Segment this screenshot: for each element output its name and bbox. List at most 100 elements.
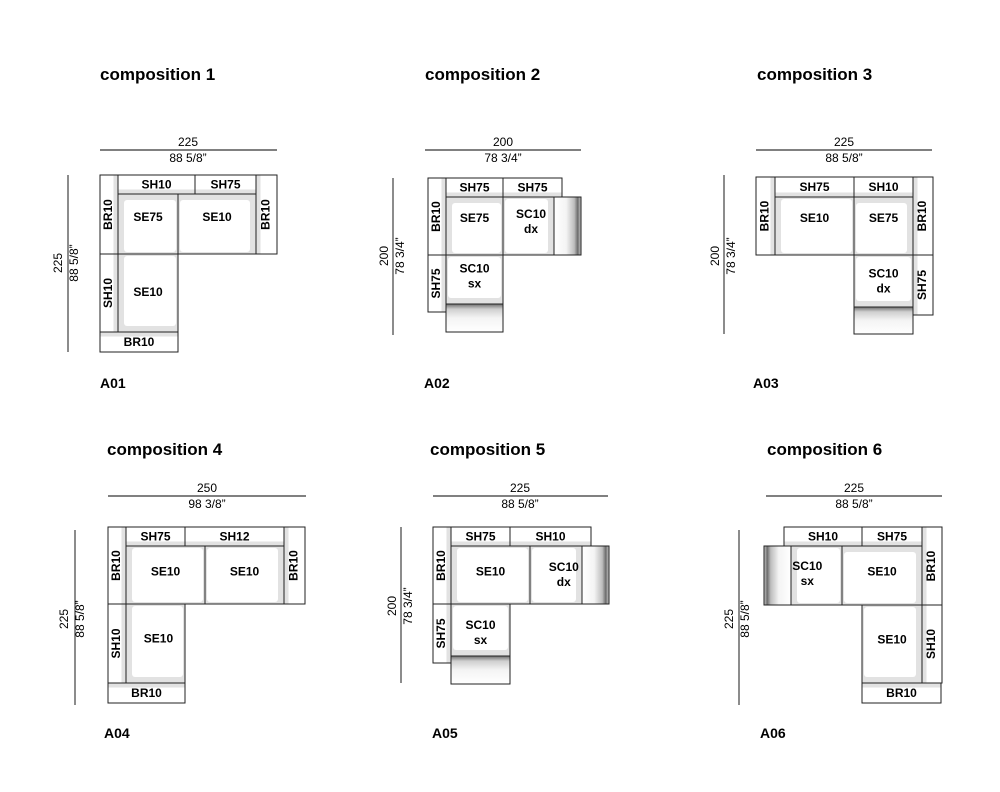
sofa-module: SH10	[509, 526, 592, 547]
composition-title: composition 2	[425, 65, 540, 84]
composition-code: A04	[104, 725, 130, 741]
sofa-module: SH10	[853, 176, 914, 198]
composition-title: composition 5	[430, 440, 545, 459]
sofa-module: SH75	[502, 177, 563, 198]
width-cm: 225	[510, 481, 530, 495]
module-label: BR10	[429, 201, 443, 232]
depth-cm: 225	[57, 609, 71, 629]
module-label: SE10	[144, 632, 174, 646]
module-label: BR10	[131, 686, 162, 700]
module-label: SH75	[140, 530, 170, 544]
module-label: SH75	[459, 181, 489, 195]
module-label: SE75	[460, 211, 490, 225]
width-cm: 225	[834, 135, 854, 149]
module-label: BR10	[758, 200, 772, 231]
sofa-module: SH75	[445, 177, 504, 198]
cylinder-armrest	[763, 545, 792, 606]
sofa-module: SH75	[432, 603, 452, 664]
module-label: SH10	[868, 180, 898, 194]
depth-cm: 200	[385, 596, 399, 616]
module-label: SE10	[133, 285, 163, 299]
module-label: SE10	[800, 211, 830, 225]
width-cm: 250	[197, 481, 217, 495]
depth-inches: 78 3/4”	[401, 587, 415, 624]
composition-title: composition 1	[100, 65, 215, 84]
module-label: SE10	[151, 564, 181, 578]
sofa-module: SH75	[194, 174, 257, 195]
width-inches: 88 5/8”	[825, 151, 862, 165]
sofa-module: BR10	[99, 331, 179, 353]
width-cm: 200	[493, 135, 513, 149]
module-label: BR10	[915, 200, 929, 231]
module-label: BR10	[924, 550, 938, 581]
sofa-module: SE10	[177, 193, 257, 255]
depth-inches: 78 3/4”	[724, 237, 738, 274]
sofa-module: SE10	[861, 604, 923, 684]
cylinder-armrest	[553, 196, 582, 256]
module-label: BR10	[101, 199, 115, 230]
sofa-module: BR10	[861, 682, 942, 704]
sofa-module: BR10	[432, 526, 452, 605]
sofa-module: SH10	[99, 253, 119, 333]
module-label: SH10	[924, 629, 938, 659]
composition-code: A05	[432, 725, 458, 741]
sofa-module: BR10	[755, 176, 776, 256]
module-label: BR10	[287, 550, 301, 581]
sofa-module: SE10	[117, 253, 179, 333]
sofa-module: SE10	[125, 545, 206, 605]
sofa-module: SE75	[117, 193, 179, 255]
depth-inches: 88 5/8”	[73, 600, 87, 637]
width-inches: 88 5/8”	[169, 151, 206, 165]
sofa-module: SH75	[861, 526, 923, 547]
sofa-module: BR10	[255, 174, 278, 255]
module-label: BR10	[434, 550, 448, 581]
width-inches: 88 5/8”	[835, 497, 872, 511]
sofa-module: BR10	[912, 176, 934, 256]
sofa-module: BR10	[427, 177, 447, 256]
sofa-module: SE75	[445, 196, 504, 256]
module-label: SH10	[808, 530, 838, 544]
sofa-module: SH10	[117, 174, 196, 195]
sofa-module: BR10	[107, 682, 186, 704]
sofa-module: SH75	[774, 176, 855, 198]
module-label: SH12	[219, 530, 249, 544]
composition-code: A06	[760, 725, 786, 741]
sofa-module: SH10	[783, 526, 863, 547]
depth-cm: 225	[51, 253, 65, 273]
module-label: SH75	[799, 180, 829, 194]
module-label: SE10	[867, 565, 897, 579]
depth-inches: 88 5/8”	[67, 244, 81, 281]
sofa-module: BR10	[283, 526, 306, 605]
sofa-module: SE10	[450, 545, 531, 605]
module-label: SH75	[465, 530, 495, 544]
module-label: SE10	[230, 564, 260, 578]
sofa-module: SE10	[125, 603, 186, 684]
width-cm: 225	[844, 481, 864, 495]
module-label: SE10	[476, 564, 506, 578]
depth-cm: 225	[722, 609, 736, 629]
module-label: BR10	[259, 199, 273, 230]
sofa-module: SE10	[841, 545, 923, 606]
cylinder-armrest	[445, 303, 504, 333]
module-label: SE10	[877, 632, 907, 646]
module-label: SH10	[141, 178, 171, 192]
sofa-module: SE75	[853, 196, 914, 256]
module-label: SH75	[915, 270, 929, 300]
sofa-module: SE10	[204, 545, 285, 605]
module-label: SH75	[210, 178, 240, 192]
module-label: SH75	[877, 530, 907, 544]
module-label: SE75	[133, 210, 163, 224]
width-inches: 78 3/4”	[484, 151, 521, 165]
sofa-module: SH75	[125, 526, 186, 547]
